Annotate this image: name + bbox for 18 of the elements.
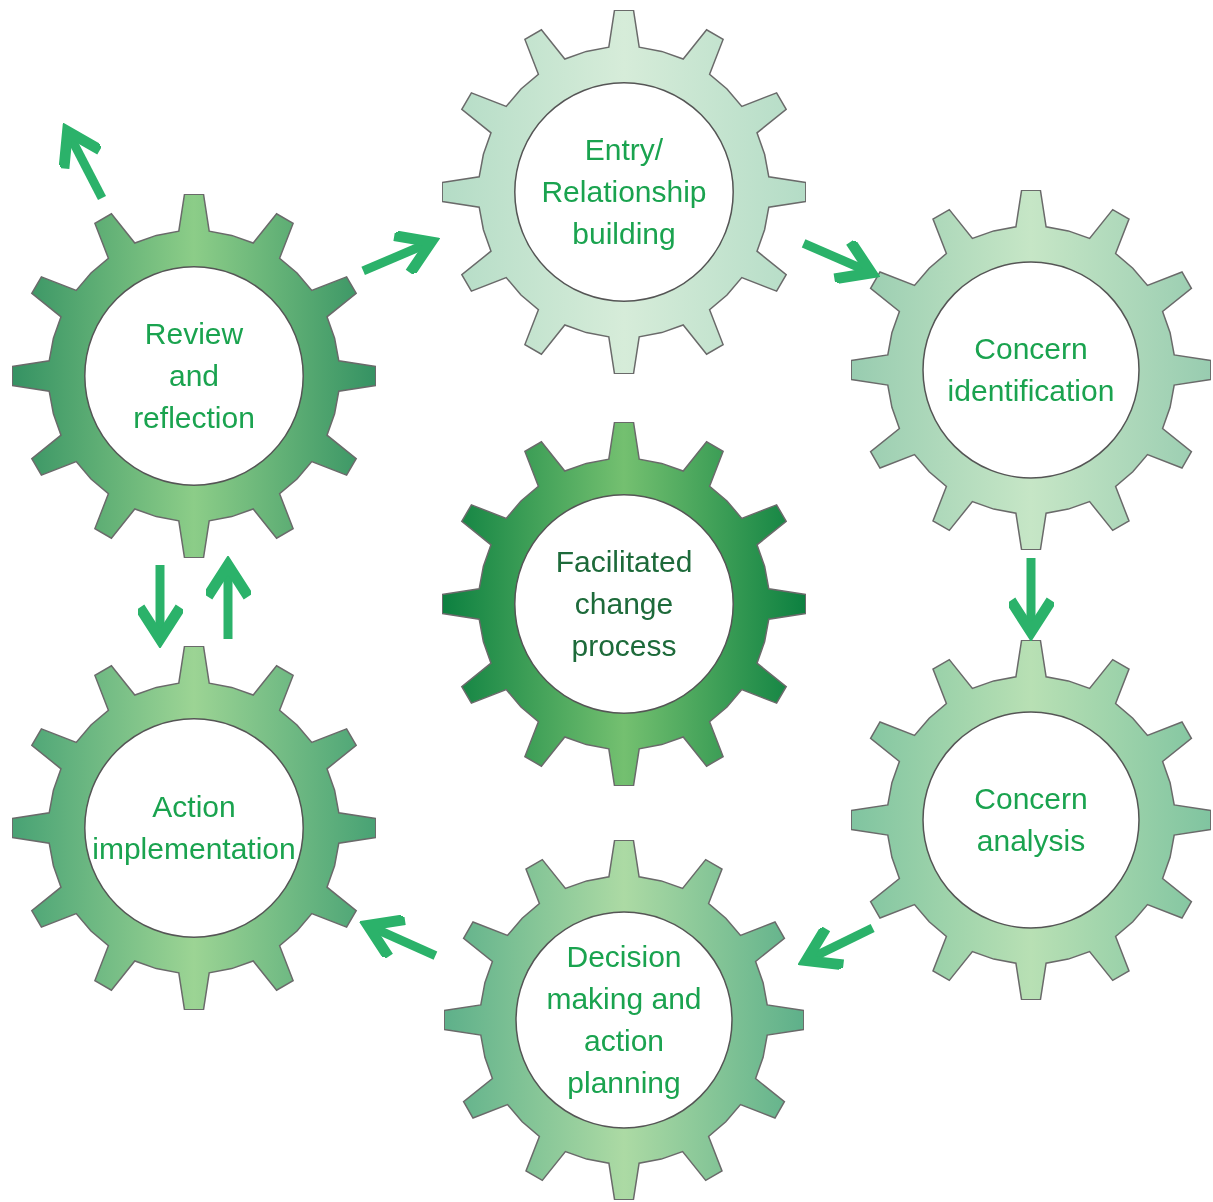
gear-label: Concern analysis <box>973 781 1089 859</box>
gear-node <box>851 190 1211 550</box>
gear-node <box>12 194 376 558</box>
gear-label: Facilitated change process <box>554 544 694 664</box>
gear-label: Decision making and action planning <box>545 939 703 1101</box>
gear-label: Action implementation <box>91 789 297 867</box>
gear-node <box>851 640 1211 1000</box>
arrow <box>58 125 106 201</box>
gear-label: Concern identification <box>946 331 1116 409</box>
gear-label: Entry/ Relationship building <box>540 132 708 252</box>
gear-label: Review and reflection <box>132 316 256 436</box>
arrow <box>362 914 438 963</box>
arrow <box>801 236 877 285</box>
gear-node <box>442 422 806 786</box>
gear-node <box>442 10 806 374</box>
gear-node <box>444 840 804 1200</box>
arrow <box>800 923 875 971</box>
gear-node <box>12 646 376 1010</box>
